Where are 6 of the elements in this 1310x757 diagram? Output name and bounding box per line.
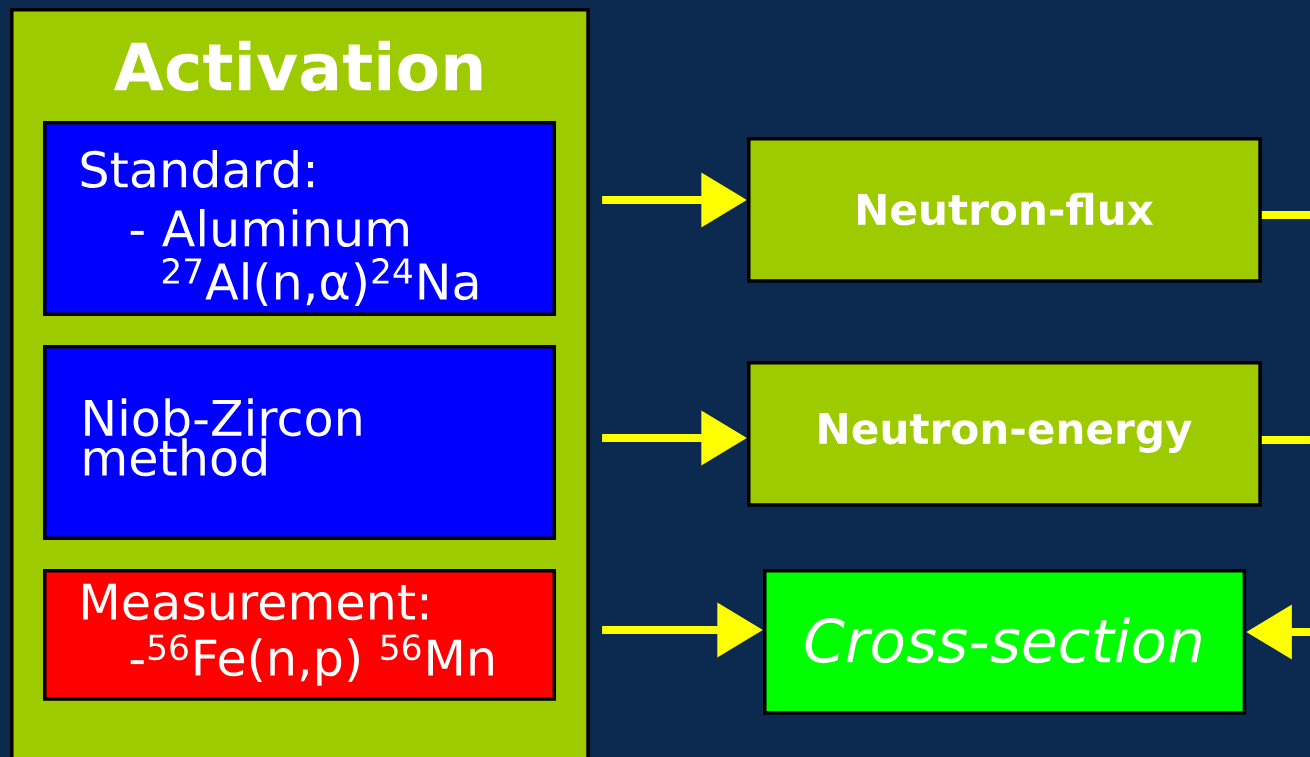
text-box: Measurement: -$^{56}$Fe(n,p) $^{56}$Mn <box>43 569 557 701</box>
text-box: Standard: - Aluminum $^{27}$Al(n,α)$^{24}$Na <box>43 121 557 317</box>
text-box: Niob-Zircon method <box>43 345 557 541</box>
process-box: Neutron-energy <box>747 361 1262 507</box>
process-box: Neutron-flux <box>747 137 1262 283</box>
result-box: Cross-section <box>763 569 1247 715</box>
